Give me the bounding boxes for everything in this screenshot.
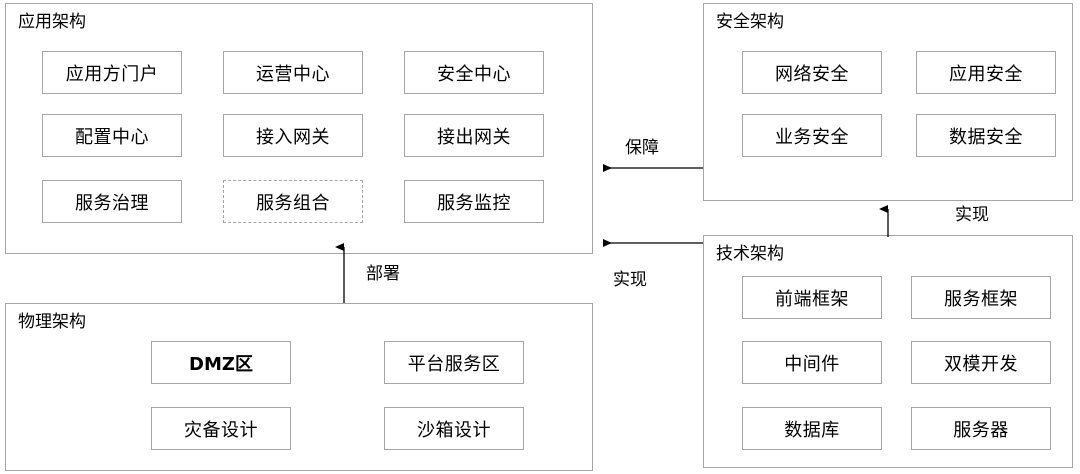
node-application-security[interactable]: 应用安全	[916, 51, 1056, 94]
panel-title-security-architecture: 安全架构	[716, 12, 784, 31]
panel-physical-architecture: 物理架构 DMZ区 平台服务区 灾备设计 沙箱设计	[5, 303, 593, 471]
connector-technical-to-application	[593, 235, 705, 253]
node-operations-center[interactable]: 运营中心	[223, 51, 363, 94]
node-egress-gateway[interactable]: 接出网关	[404, 114, 544, 157]
node-service-governance[interactable]: 服务治理	[42, 180, 182, 223]
connector-physical-to-application	[335, 237, 353, 305]
connector-technical-to-security	[879, 199, 897, 239]
node-config-center[interactable]: 配置中心	[42, 114, 182, 157]
node-service-composition[interactable]: 服务组合	[223, 180, 363, 223]
panel-title-physical-architecture: 物理架构	[18, 312, 86, 331]
node-data-security[interactable]: 数据安全	[916, 114, 1056, 157]
node-dmz-zone[interactable]: DMZ区	[151, 341, 291, 384]
node-frontend-framework[interactable]: 前端框架	[742, 276, 882, 319]
panel-title-application-architecture: 应用架构	[18, 12, 86, 31]
node-disaster-recovery-design[interactable]: 灾备设计	[151, 407, 291, 450]
panel-technical-architecture: 技术架构 前端框架 服务框架 中间件 双模开发 数据库 服务器	[703, 235, 1073, 468]
connector-label-physical-to-application: 部署	[366, 264, 400, 284]
node-database[interactable]: 数据库	[742, 407, 882, 450]
connector-label-technical-to-security: 实现	[955, 205, 989, 225]
connector-label-security-to-application: 保障	[625, 138, 659, 158]
node-business-security[interactable]: 业务安全	[742, 114, 882, 157]
node-network-security[interactable]: 网络安全	[742, 51, 882, 94]
node-dual-mode-development[interactable]: 双模开发	[911, 341, 1051, 384]
node-ingress-gateway[interactable]: 接入网关	[223, 114, 363, 157]
node-sandbox-design[interactable]: 沙箱设计	[384, 407, 524, 450]
node-security-center[interactable]: 安全中心	[404, 51, 544, 94]
node-service-monitoring[interactable]: 服务监控	[404, 180, 544, 223]
connector-label-technical-to-application: 实现	[613, 270, 647, 290]
node-middleware[interactable]: 中间件	[742, 341, 882, 384]
node-application-portal[interactable]: 应用方门户	[42, 51, 182, 94]
node-server[interactable]: 服务器	[911, 407, 1051, 450]
panel-application-architecture: 应用架构 应用方门户 运营中心 安全中心 配置中心 接入网关 接出网关 服务治理…	[5, 3, 593, 254]
connector-security-to-application	[593, 160, 705, 178]
node-platform-service-zone[interactable]: 平台服务区	[384, 341, 524, 384]
panel-title-technical-architecture: 技术架构	[716, 244, 784, 263]
node-service-framework[interactable]: 服务框架	[911, 276, 1051, 319]
panel-security-architecture: 安全架构 网络安全 应用安全 业务安全 数据安全	[703, 3, 1073, 201]
